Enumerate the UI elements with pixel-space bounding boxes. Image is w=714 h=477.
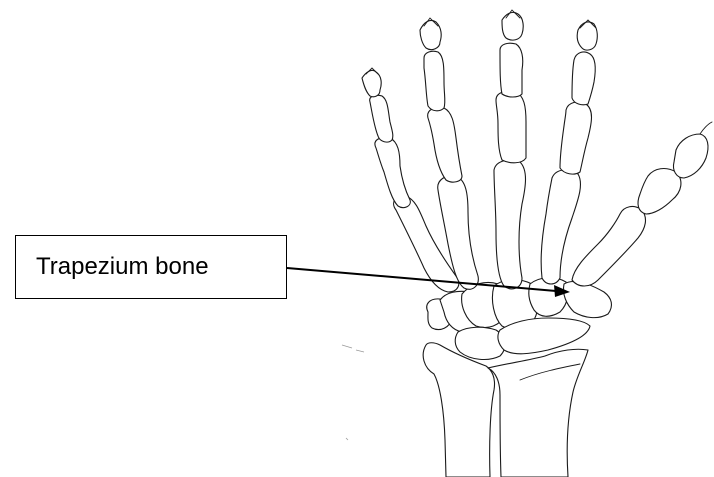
middle-finger: [496, 10, 526, 163]
index-proximal-phalanx: [560, 102, 592, 174]
thumb-distal-phalanx: [673, 134, 708, 178]
thumb-proximal-phalanx: [638, 169, 681, 214]
middle-proximal-phalanx: [496, 91, 526, 163]
lunate-bone: [455, 327, 505, 359]
little-middle-phalanx: [370, 95, 393, 142]
index-finger: [560, 20, 597, 174]
ring-distal-phalanx: [420, 20, 441, 49]
metacarpal-3: [494, 160, 526, 289]
background-specks: [342, 345, 364, 440]
callout-label: Trapezium bone: [36, 253, 209, 281]
little-distal-phalanx: [362, 70, 381, 96]
middle-distal-phalanx: [502, 12, 523, 40]
radius-bone: [488, 349, 588, 477]
ulna-bone: [423, 343, 494, 477]
ring-finger: [420, 18, 462, 182]
callout-label-box: Trapezium bone: [15, 235, 287, 299]
middle-middle-phalanx: [500, 43, 523, 97]
scaphoid-bone: [498, 318, 590, 354]
little-proximal-phalanx: [375, 137, 410, 207]
little-finger: [362, 68, 410, 208]
ring-proximal-phalanx: [428, 107, 462, 182]
metacarpal-1: [572, 207, 645, 286]
index-middle-phalanx: [572, 52, 595, 105]
ring-middle-phalanx: [424, 51, 445, 111]
trapezium-bone: [563, 282, 611, 318]
metacarpal-bones: [394, 160, 646, 292]
metacarpal-2: [541, 170, 580, 284]
thumb: [638, 122, 712, 214]
